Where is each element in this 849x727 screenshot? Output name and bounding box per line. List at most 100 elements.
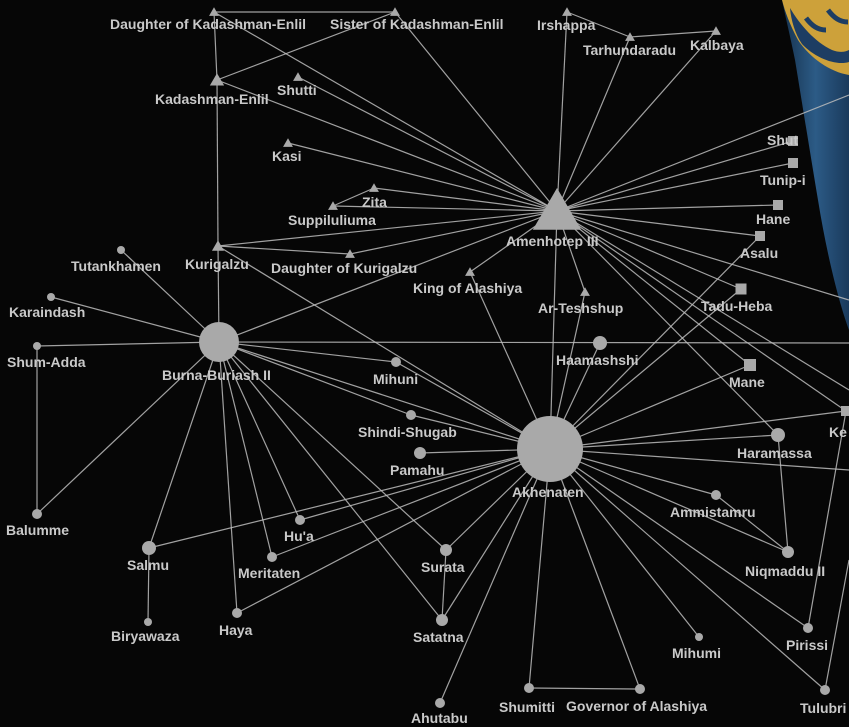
edge-suppiluliuma-zita bbox=[332, 187, 375, 207]
edge-akhenaten-tadu_heba bbox=[549, 288, 742, 450]
edge-amenhotep_iii-ke bbox=[556, 210, 847, 412]
edge-amenhotep_iii-sister_kadashman_enlil bbox=[394, 11, 558, 212]
node-tarhundaradu bbox=[625, 32, 635, 41]
edge-amenhotep_iii-asalu bbox=[556, 210, 761, 237]
edge-haramassa-niqmaddu_ii bbox=[777, 434, 789, 553]
label-pirissi: Pirissi bbox=[786, 637, 828, 653]
node-tunip bbox=[788, 158, 798, 168]
edge-amenhotep_iii-daughter_kurigalzu bbox=[349, 210, 558, 255]
edge-amenhotep_iii-kurigalzu bbox=[217, 210, 558, 247]
edge-amenhotep_iii-shut bbox=[556, 140, 794, 212]
edge-burna_buriash_ii-tutankhamen bbox=[120, 249, 220, 343]
label-daughter-kurigalzu: Daughter of Kurigalzu bbox=[271, 260, 417, 276]
edge-amenhotep_iii-kasi bbox=[287, 142, 558, 212]
node-shindi-shugab bbox=[406, 410, 416, 420]
node-haya bbox=[232, 608, 242, 618]
edge-amenhotep_iii-akhenaten bbox=[549, 210, 558, 450]
edge-pirissi-ke bbox=[807, 410, 847, 629]
node-haamashshi bbox=[593, 336, 607, 350]
label-shumitti: Shumitti bbox=[499, 699, 555, 715]
label-suppiluliuma: Suppiluliuma bbox=[288, 212, 376, 228]
edge-akhenaten-satatna bbox=[441, 448, 551, 621]
edge-burna_buriash_ii-meritaten bbox=[218, 341, 273, 558]
label-mihuni: Mihuni bbox=[373, 371, 418, 387]
label-tadu-heba: Tadu-Heba bbox=[701, 298, 773, 314]
node-irshappa bbox=[562, 7, 572, 16]
label-pamahu: Pamahu bbox=[390, 462, 444, 478]
node-mihumi bbox=[695, 633, 703, 641]
edge-akhenaten-haramassa bbox=[549, 434, 779, 450]
node-shum-adda bbox=[33, 342, 41, 350]
label-zita: Zita bbox=[362, 194, 387, 210]
edge-akhenaten-ke bbox=[549, 410, 847, 450]
edge-burna_buriash_ii-shindi_shugab bbox=[218, 341, 412, 416]
node-hane bbox=[773, 200, 783, 210]
edge-salmu-biryawaza bbox=[147, 547, 150, 623]
edge-amenhotep_iii-r_edge_c bbox=[556, 210, 849, 391]
node-burna-buriash-ii bbox=[199, 322, 239, 362]
node-sister-kadashman-enlil bbox=[390, 7, 400, 16]
node-kalbaya bbox=[711, 26, 721, 35]
label-niqmaddu-ii: Niqmaddu II bbox=[745, 563, 825, 579]
label-tunip: Tunip-i bbox=[760, 172, 806, 188]
node-satatna bbox=[436, 614, 448, 626]
node-surata bbox=[440, 544, 452, 556]
label-tutankhamen: Tutankhamen bbox=[71, 258, 161, 274]
edge-burna_buriash_ii-satatna bbox=[218, 341, 443, 621]
label-balumme: Balumme bbox=[6, 522, 69, 538]
edge-akhenaten-pirissi bbox=[549, 448, 809, 629]
edge-tulubri-r_edge_f bbox=[824, 559, 849, 691]
edge-akhenaten-mihumi bbox=[549, 448, 700, 638]
edge-amenhotep_iii-r_edge_b bbox=[556, 210, 849, 301]
edge-burna_buriash_ii-mihuni bbox=[218, 341, 397, 363]
label-irshappa: Irshappa bbox=[537, 17, 596, 33]
node-ahutabu bbox=[435, 698, 445, 708]
edge-amenhotep_iii-suppiluliuma bbox=[332, 205, 558, 212]
node-meritaten bbox=[267, 552, 277, 562]
edge-akhenaten-niqmaddu_ii bbox=[549, 448, 789, 553]
node-karaindash bbox=[47, 293, 55, 301]
edge-amenhotep_iii-shutti bbox=[297, 76, 558, 212]
label-shindi-shugab: Shindi-Shugab bbox=[358, 424, 457, 440]
label-haya: Haya bbox=[219, 622, 253, 638]
label-biryawaza: Biryawaza bbox=[111, 628, 180, 644]
label-kalbaya: Kalbaya bbox=[690, 37, 744, 53]
edge-burna_buriash_ii-r_edge_d bbox=[218, 341, 849, 344]
node-kadashman-enlil bbox=[209, 73, 225, 86]
label-amenhotep-iii: Amenhotep III bbox=[506, 233, 599, 249]
node-tutankhamen bbox=[117, 246, 125, 254]
node-asalu bbox=[755, 231, 765, 241]
edge-kadashman_enlil-kurigalzu bbox=[216, 79, 219, 247]
edge-akhenaten-governor_alashiya bbox=[549, 448, 641, 690]
node-akhenaten bbox=[517, 416, 583, 482]
edge-amenhotep_iii-kalbaya bbox=[556, 30, 717, 212]
label-governor-alashiya: Governor of Alashiya bbox=[566, 698, 707, 714]
edge-akhenaten-ahutabu bbox=[439, 448, 551, 704]
label-mihumi: Mihumi bbox=[672, 645, 721, 661]
label-hua: Hu'a bbox=[284, 528, 314, 544]
node-kurigalzu bbox=[211, 240, 225, 251]
edge-amenhotep_iii-mane bbox=[556, 210, 751, 366]
node-hua bbox=[295, 515, 305, 525]
edge-amenhotep_iii-r_edge_a bbox=[556, 94, 849, 212]
edge-amenhotep_iii-hane bbox=[556, 204, 779, 212]
node-balumme bbox=[32, 509, 42, 519]
node-king-alashiya bbox=[465, 267, 475, 276]
edge-amenhotep_iii-irshappa bbox=[556, 11, 568, 212]
node-ammistamru bbox=[711, 490, 721, 500]
node-daughter-kurigalzu bbox=[345, 249, 355, 258]
label-surata: Surata bbox=[421, 559, 465, 575]
edge-amenhotep_iii-tadu_heba bbox=[556, 210, 742, 290]
label-kadashman-enlil: Kadashman-Enlil bbox=[155, 91, 269, 107]
label-kasi: Kasi bbox=[272, 148, 302, 164]
edge-ammistamru-niqmaddu_ii bbox=[715, 494, 789, 553]
edge-surata-satatna bbox=[441, 549, 447, 621]
edge-tarhundaradu-kalbaya bbox=[629, 30, 717, 38]
edge-akhenaten-tulubri bbox=[549, 448, 826, 691]
edge-kurigalzu-daughter_kurigalzu bbox=[217, 245, 351, 255]
edge-amenhotep_iii-daughter_kadashman_enlil bbox=[213, 11, 558, 212]
label-tulubri: Tulubri bbox=[800, 700, 846, 716]
